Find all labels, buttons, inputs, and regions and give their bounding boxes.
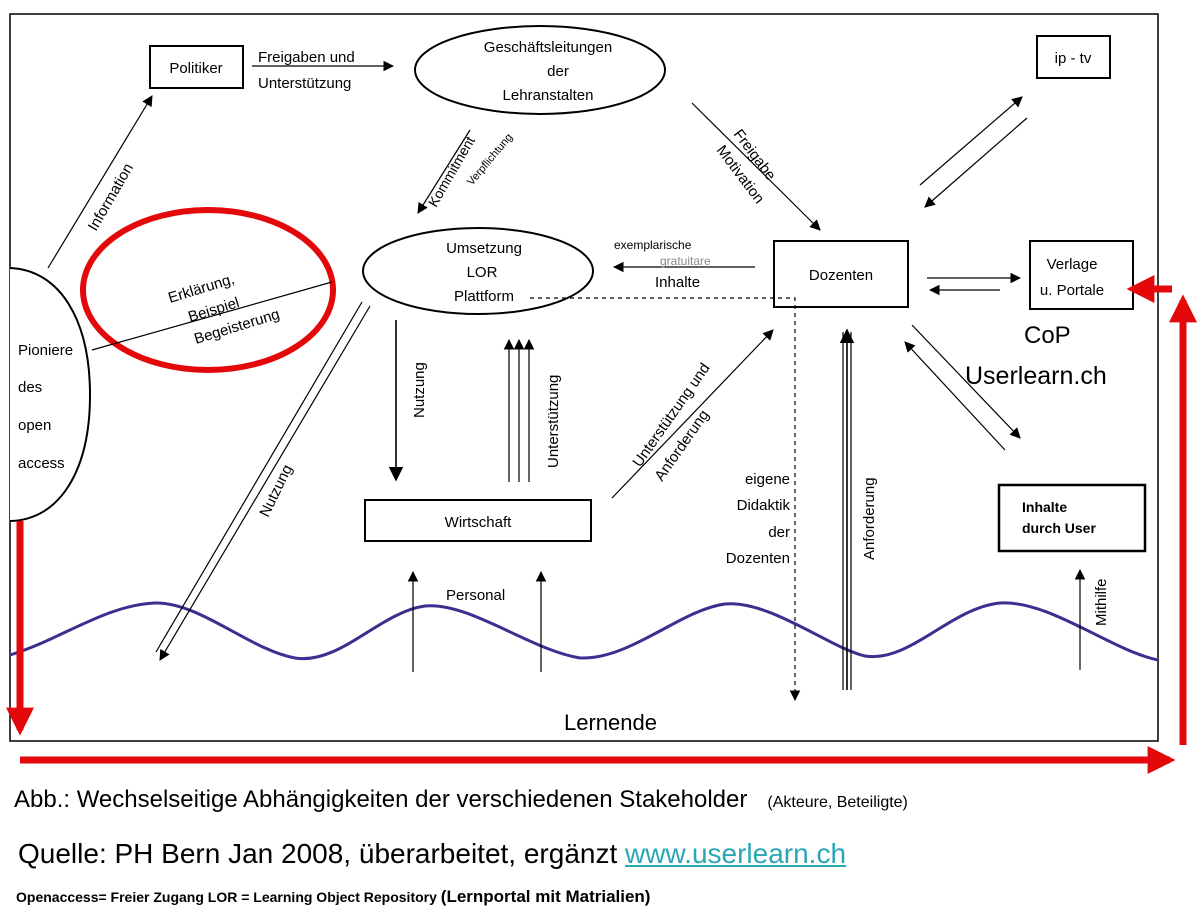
- node-pioniere-line1: Pioniere: [18, 342, 73, 359]
- arrow-information: [47, 95, 153, 269]
- label-didaktik-line1: eigene: [745, 471, 790, 488]
- node-pioniere: Pioniere des open access: [9, 267, 92, 522]
- label-mithilfe: Mithilfe: [1093, 578, 1110, 626]
- arrow-nutzung-diag-a: [155, 301, 363, 653]
- arrow-to-iptv: [919, 96, 1023, 186]
- node-geschaeftsleitungen: Geschäftsleitungen der Lehranstalten: [414, 25, 666, 115]
- label-unterstuetzung-vertical: Unterstützung: [545, 375, 562, 468]
- caption-abb-main: Abb.: Wechselseitige Abhängigkeiten der …: [14, 786, 748, 813]
- node-umsetzung-lor: Umsetzung LOR Plattform: [362, 227, 594, 315]
- caption-abb-note: (Akteure, Beteiligte): [767, 794, 908, 811]
- label-didaktik-line2: Didaktik: [737, 497, 791, 514]
- node-pioniere-line3: open: [18, 417, 51, 434]
- node-politiker: Politiker: [149, 45, 244, 89]
- label-exemplarische: exemplarische: [614, 238, 692, 252]
- label-freigaben-line1: Freigaben und: [258, 49, 355, 66]
- arrow-nutzung-diag-b: [159, 305, 371, 661]
- arrow-from-inhalte-user: [904, 341, 1006, 451]
- node-geschaeftsleitungen-line2: der: [547, 63, 569, 80]
- arrow-wirtschaft-dozenten: [611, 329, 774, 499]
- caption-footnote-text: Openaccess= Freier Zugang LOR = Learning…: [16, 889, 437, 905]
- node-verlage-line2: u. Portale: [1040, 282, 1104, 299]
- node-geschaeftsleitungen-line1: Geschäftsleitungen: [484, 39, 612, 56]
- label-information: Information: [85, 161, 137, 234]
- node-umsetzung-line3: Plattform: [454, 288, 514, 305]
- node-wirtschaft: Wirtschaft: [364, 499, 592, 542]
- userlearn-link[interactable]: www.userlearn.ch: [625, 838, 847, 869]
- lernende-wave: [9, 601, 1159, 662]
- node-inhalte-user-line2: durch User: [1022, 520, 1096, 536]
- label-inhalte: Inhalte: [655, 274, 700, 291]
- caption-quelle: Quelle: PH Bern Jan 2008, überarbeitet, …: [18, 838, 846, 870]
- caption-quelle-text: Quelle: PH Bern Jan 2008, überarbeitet, …: [18, 838, 618, 869]
- node-politiker-label: Politiker: [169, 60, 222, 77]
- node-dozenten-label: Dozenten: [809, 267, 873, 284]
- node-pioniere-line4: access: [18, 455, 65, 472]
- node-wirtschaft-label: Wirtschaft: [445, 514, 513, 531]
- label-gratuitare: gratuitare: [660, 254, 711, 268]
- red-highlight-circle: [80, 207, 336, 373]
- label-nutzung-vertical: Nutzung: [411, 362, 428, 418]
- caption-abb: Abb.: Wechselseitige Abhängigkeiten der …: [14, 786, 908, 814]
- caption-footnote-paren: (Lernportal mit Matrialien): [440, 887, 651, 906]
- node-geschaeftsleitungen-line3: Lehranstalten: [503, 87, 594, 104]
- label-anforderung: Anforderung: [861, 477, 878, 560]
- label-didaktik-line3: der: [768, 524, 790, 541]
- node-umsetzung-line2: LOR: [467, 264, 498, 281]
- node-umsetzung-line1: Umsetzung: [446, 240, 522, 257]
- arrow-dashed-didaktik: [530, 297, 801, 702]
- label-kommitment: Kommitment: [425, 133, 478, 209]
- node-ip-tv-label: ip - tv: [1055, 50, 1092, 67]
- node-dozenten: Dozenten: [773, 240, 909, 308]
- node-verlage: Verlage u. Portale: [1029, 240, 1134, 310]
- erklaerung-divider: [91, 281, 333, 351]
- arrow-freigabe-motivation: [691, 102, 821, 231]
- label-cop: CoP: [1024, 322, 1071, 349]
- label-didaktik-line4: Dozenten: [726, 550, 790, 567]
- node-inhalte-user-line1: Inhalte: [1022, 499, 1067, 515]
- node-verlage-line1: Verlage: [1047, 256, 1098, 273]
- node-inhalte-user: Inhalte durch User: [997, 483, 1147, 553]
- arrow-from-iptv: [924, 117, 1028, 208]
- label-freigaben-line2: Unterstützung: [258, 75, 351, 92]
- node-ip-tv: ip - tv: [1036, 35, 1111, 79]
- arrow-to-inhalte-user: [911, 324, 1021, 439]
- label-lernende: Lernende: [564, 710, 657, 735]
- label-userlearn: Userlearn.ch: [965, 362, 1107, 390]
- caption-footnote: Openaccess= Freier Zugang LOR = Learning…: [16, 887, 650, 907]
- node-pioniere-line2: des: [18, 379, 42, 396]
- arrow-kommitment: [417, 129, 471, 214]
- label-personal: Personal: [446, 587, 505, 604]
